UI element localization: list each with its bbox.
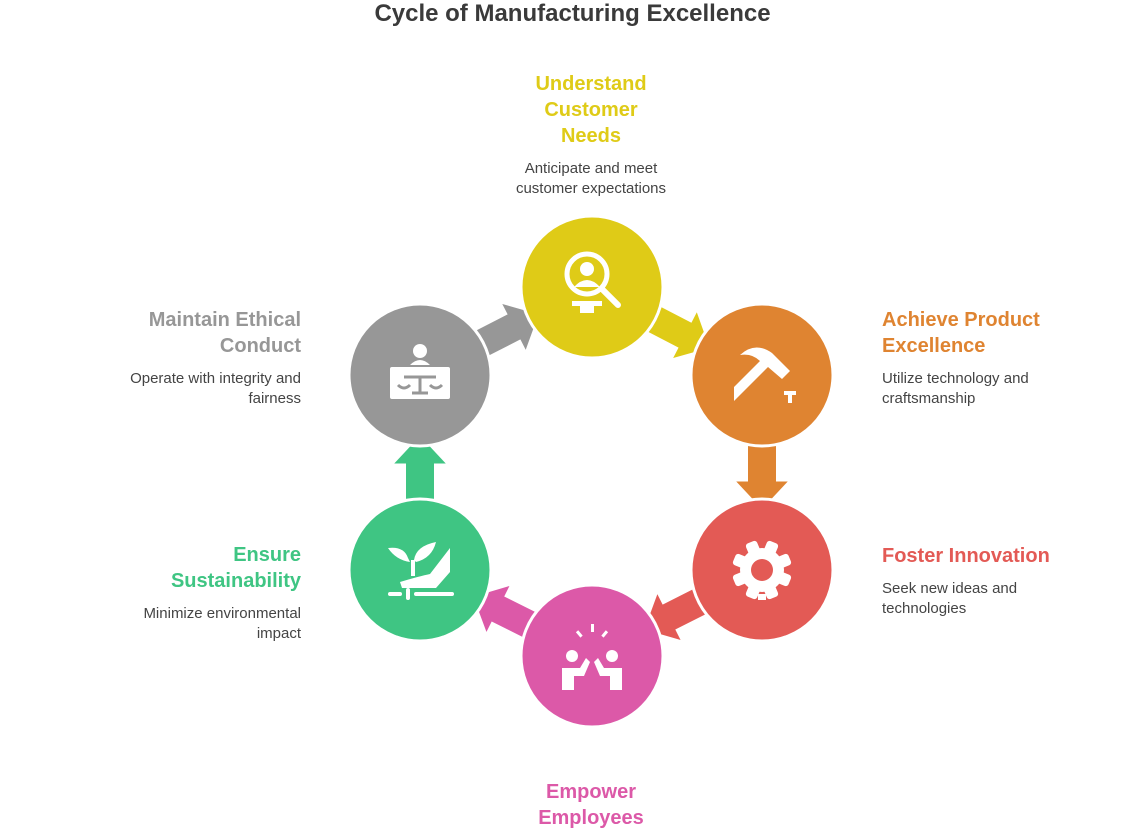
circle-ensure-sustainability xyxy=(347,497,493,643)
circle-maintain-ethical-conduct xyxy=(347,302,493,448)
circle-foster-innovation xyxy=(689,497,835,643)
step-description: Seek new ideas and technologies xyxy=(882,580,1018,617)
justice-scale-icon xyxy=(390,344,450,399)
circle-understand-customer-needs xyxy=(519,214,665,360)
step-understand-customer-needs: Understand Customer Needs Anticipate and… xyxy=(476,71,706,199)
step-description: Utilize technology and craftsmanship xyxy=(882,370,1029,407)
step-circle xyxy=(689,302,835,448)
step-circle xyxy=(519,583,665,729)
step-achieve-product-excellence: Achieve Product Excellence Utilize techn… xyxy=(882,307,1112,409)
step-description: Operate with integrity and fairness xyxy=(130,370,301,407)
step-empower-employees: Empower Employees xyxy=(476,779,706,831)
step-title: Achieve Product Excellence xyxy=(882,309,1040,357)
diagram-title: Cycle of Manufacturing Excellence xyxy=(374,0,771,27)
gear-bulb-icon xyxy=(732,540,792,600)
hammer-icon xyxy=(734,347,796,403)
high-five-icon xyxy=(562,624,622,690)
step-title: Maintain Ethical Conduct xyxy=(148,309,301,357)
step-description: Anticipate and meet customer expectation… xyxy=(515,160,667,197)
plant-hand-icon xyxy=(388,542,454,600)
step-ensure-sustainability: Ensure Sustainability Minimize environme… xyxy=(71,542,301,644)
step-foster-innovation: Foster Innovation Seek new ideas and tec… xyxy=(882,543,1112,619)
circle-achieve-product-excellence xyxy=(689,302,835,448)
step-title: Foster Innovation xyxy=(882,545,1050,567)
step-description: Minimize environmental impact xyxy=(143,605,301,642)
step-circle xyxy=(347,497,493,643)
step-title: Empower Employees xyxy=(538,781,644,829)
step-title: Ensure Sustainability xyxy=(170,544,301,592)
circle-empower-employees xyxy=(519,583,665,729)
customer-search-icon xyxy=(564,251,621,313)
step-title: Understand Customer Needs xyxy=(535,73,647,147)
step-maintain-ethical-conduct: Maintain Ethical Conduct Operate with in… xyxy=(71,307,301,409)
